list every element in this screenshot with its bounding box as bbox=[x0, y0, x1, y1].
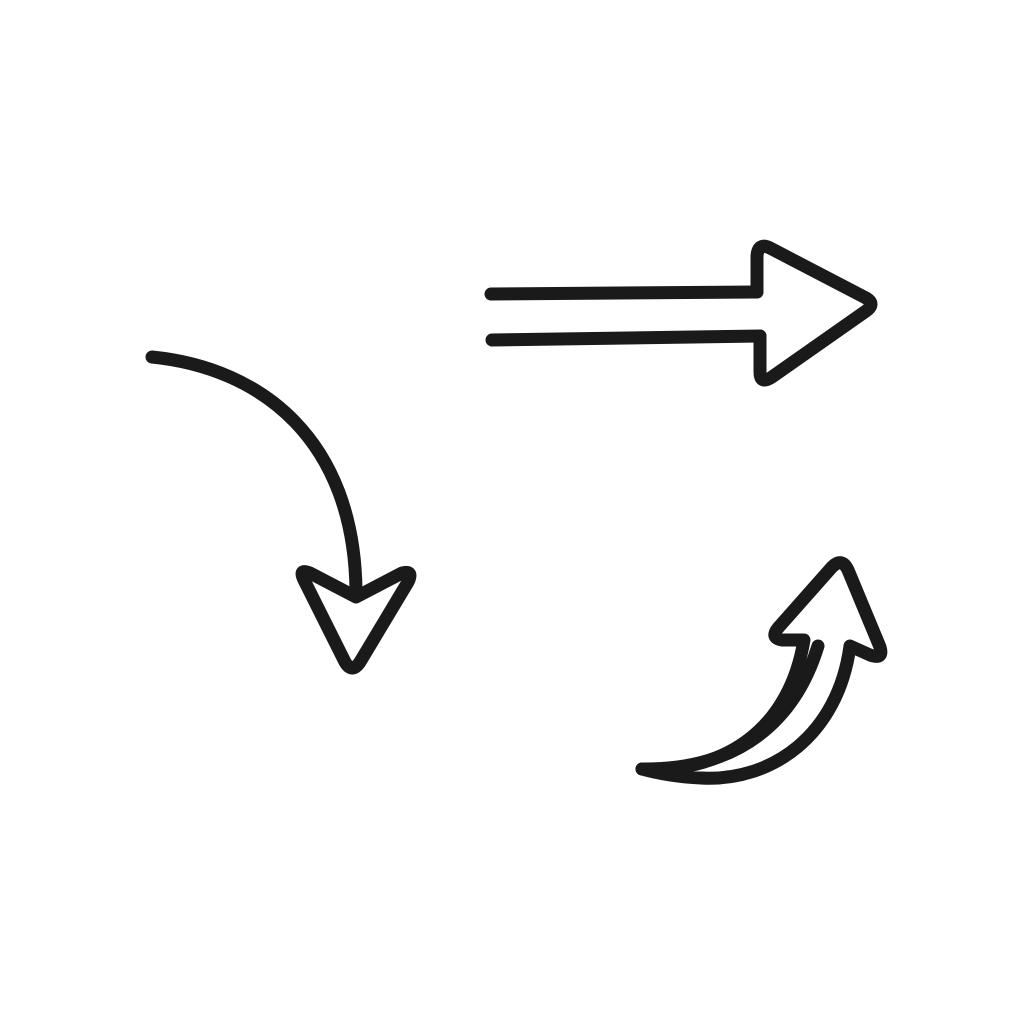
double-right-arrow-icon bbox=[484, 239, 878, 387]
curved-down-arrow-head bbox=[295, 565, 417, 675]
curved-down-arrow-shaft bbox=[145, 350, 363, 597]
curved-up-arrow-inner-stroke bbox=[635, 639, 825, 776]
curved-up-arrow-icon bbox=[635, 556, 888, 785]
double-arrow-head bbox=[750, 239, 878, 387]
double-arrow-lower-shaft bbox=[485, 329, 767, 347]
double-arrow-upper-shaft bbox=[484, 285, 764, 301]
curved-down-arrow-icon bbox=[145, 350, 417, 675]
curved-up-arrow-outline bbox=[635, 556, 888, 785]
